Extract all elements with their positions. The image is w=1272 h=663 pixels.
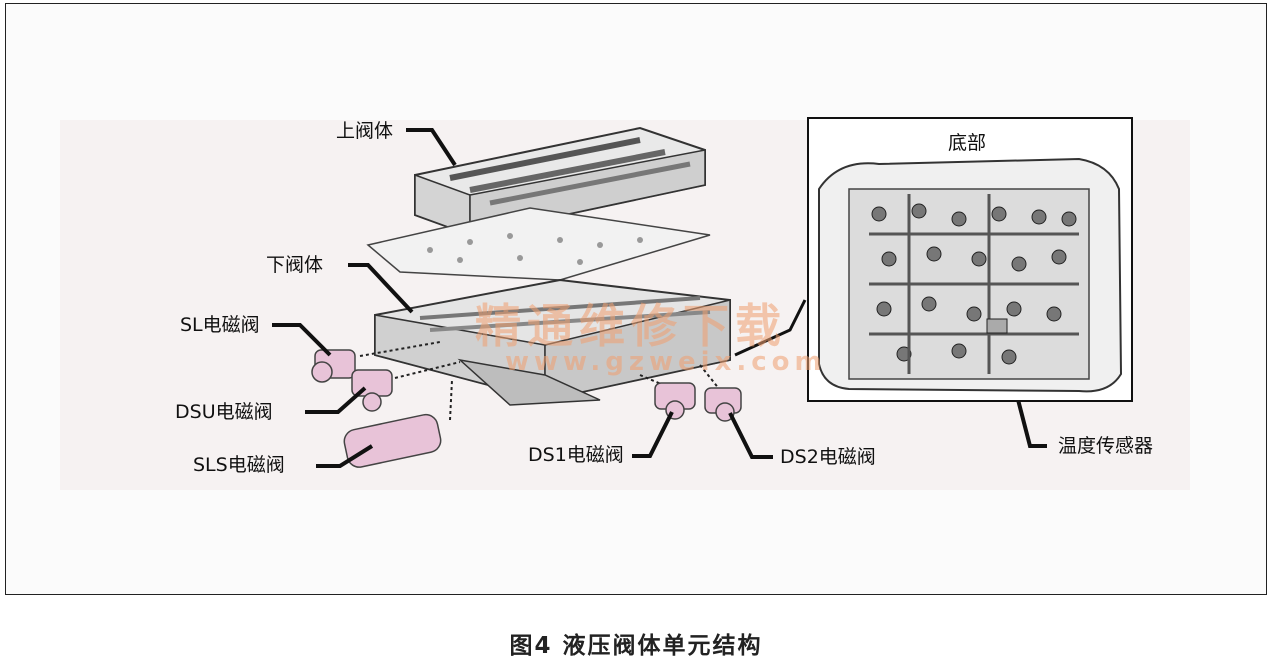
label-upper-valve-body: 上阀体 [336, 120, 394, 142]
watermark-url: www.gzweix.com [505, 347, 827, 377]
label-lower-valve-body: 下阀体 [266, 254, 324, 276]
label-sl-solenoid: SL电磁阀 [180, 314, 260, 336]
figure-caption: 图4 液压阀体单元结构 [509, 633, 763, 659]
label-bottom: 底部 [948, 132, 987, 154]
label-temp-sensor: 温度传感器 [1058, 435, 1154, 457]
label-dsu-solenoid: DSU电磁阀 [175, 401, 273, 423]
inset-pointer [734, 299, 807, 357]
temperature-sensor-part [986, 318, 1008, 334]
separator-plate-drawing [366, 207, 711, 281]
lower-valve-body-drawing [374, 278, 731, 406]
label-ds2-solenoid: DS2电磁阀 [780, 446, 876, 468]
label-ds1-solenoid: DS1电磁阀 [528, 444, 624, 466]
solenoid-drawings [311, 349, 742, 468]
bottom-view-inset [807, 117, 1133, 402]
watermark-title: 精通维修下载 [475, 299, 787, 353]
label-sls-solenoid: SLS电磁阀 [193, 454, 285, 476]
bottom-view-drawing [818, 157, 1123, 393]
